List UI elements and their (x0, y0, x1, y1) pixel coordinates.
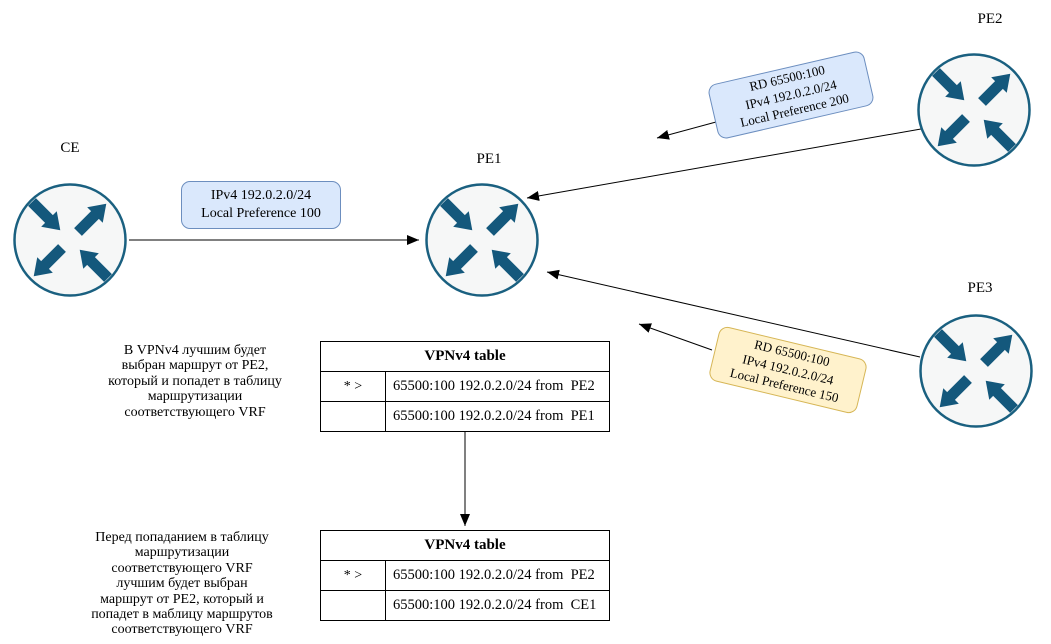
router-pe3 (918, 313, 1034, 429)
arrow-pe3-label (638, 323, 713, 351)
table-row: * > 65500:100 192.0.2.0/24 from PE2 (321, 372, 609, 402)
table-row: 65500:100 192.0.2.0/24 from CE1 (321, 591, 609, 620)
router-icon (917, 53, 1031, 167)
table-row: * > 65500:100 192.0.2.0/24 from PE2 (321, 561, 609, 591)
router-pe1 (424, 182, 540, 298)
route-entry: 65500:100 192.0.2.0/24 from PE2 (393, 567, 595, 583)
vpnv4-table-2: VPNv4 table * > 65500:100 192.0.2.0/24 f… (320, 530, 610, 621)
table-title: VPNv4 table (321, 342, 609, 372)
arrow-pe2-label (656, 121, 717, 140)
router-label-pe1: PE1 (476, 151, 502, 167)
route-entry: 65500:100 192.0.2.0/24 from PE2 (393, 378, 595, 394)
best-path-flag (321, 591, 386, 620)
link-pe2-pe1 (526, 128, 922, 201)
vpnv4-table-1: VPNv4 table * > 65500:100 192.0.2.0/24 f… (320, 341, 610, 432)
table-title: VPNv4 table (321, 531, 609, 561)
link-pe3-pe1 (546, 269, 921, 358)
best-path-flag: * > (321, 561, 386, 590)
router-icon (13, 183, 127, 297)
router-icon (425, 183, 539, 297)
router-label-pe2: PE2 (977, 11, 1003, 27)
best-path-flag: * > (321, 372, 386, 401)
router-label-pe3: PE3 (967, 280, 993, 296)
router-ce (12, 182, 128, 298)
router-pe2 (916, 52, 1032, 168)
best-path-flag (321, 402, 386, 431)
router-icon (919, 314, 1033, 428)
router-label-ce: CE (60, 140, 80, 156)
route-entry: 65500:100 192.0.2.0/24 from CE1 (393, 597, 597, 613)
table-row: 65500:100 192.0.2.0/24 from PE1 (321, 402, 609, 431)
route-entry: 65500:100 192.0.2.0/24 from PE1 (393, 408, 595, 424)
